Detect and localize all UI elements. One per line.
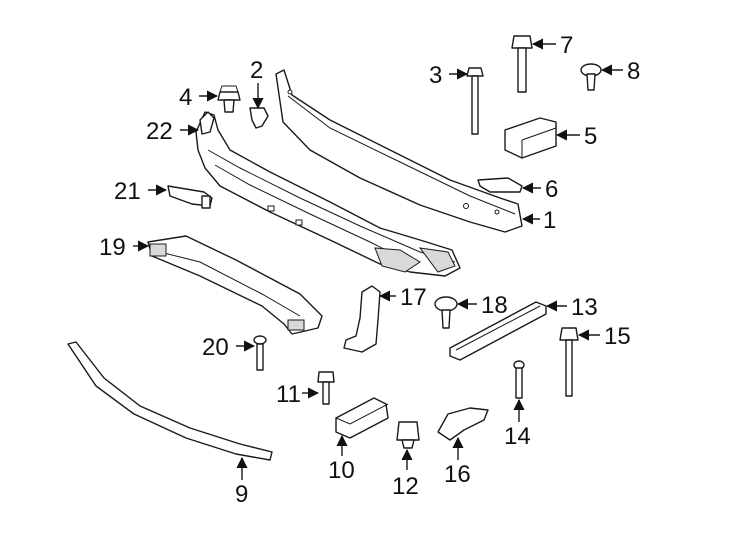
callout-5: 5 (584, 123, 597, 150)
part-14-stud (513, 360, 525, 399)
part-19-bar (147, 235, 323, 335)
callout-14: 14 (504, 423, 531, 450)
part-21-bracket (167, 185, 213, 209)
impact-bar-assembly (195, 111, 461, 277)
callout-7: 7 (560, 32, 573, 59)
callout-3: 3 (429, 62, 442, 89)
callout-9: 9 (235, 481, 248, 508)
callout-1: 1 (543, 207, 556, 234)
callout-21: 21 (114, 178, 141, 205)
callout-10: 10 (328, 457, 355, 484)
part-15-bolt (559, 327, 579, 397)
part-8-screw (580, 63, 602, 91)
callout-8: 8 (627, 58, 640, 85)
callout-22: 22 (146, 118, 173, 145)
part-20-pin (253, 335, 267, 371)
part-7-bolt (511, 35, 533, 93)
callout-2: 2 (250, 57, 263, 84)
part-5-bracket (504, 117, 557, 159)
part-16-plate (437, 407, 489, 441)
callout-15: 15 (604, 323, 631, 350)
part-11-bolt (317, 371, 335, 405)
callout-12: 12 (392, 473, 419, 500)
part-17-bracket (343, 285, 381, 353)
callout-11: 11 (276, 381, 301, 408)
callout-4: 4 (179, 84, 192, 111)
part-1-reinforcement (275, 69, 523, 233)
part-13-rail (449, 301, 547, 361)
callout-20: 20 (202, 334, 229, 361)
part-10-bracket (335, 397, 389, 439)
leader-lines (133, 38, 623, 480)
callout-labels: 1 2 3 4 5 6 7 8 9 10 11 12 13 14 15 16 1… (99, 32, 640, 508)
part-12-bolt (396, 421, 420, 449)
part-2-clip (249, 107, 269, 129)
part-9-deflector (67, 341, 273, 461)
callout-13: 13 (571, 294, 598, 321)
callout-19: 19 (99, 234, 126, 261)
part-4-nut (217, 85, 241, 113)
part-18-screw (434, 296, 458, 329)
callout-18: 18 (481, 292, 508, 319)
part-6-plate (477, 177, 523, 193)
part-3-bolt (466, 67, 484, 135)
callout-6: 6 (545, 176, 558, 203)
callout-17: 17 (400, 284, 427, 311)
callout-16: 16 (444, 461, 471, 488)
